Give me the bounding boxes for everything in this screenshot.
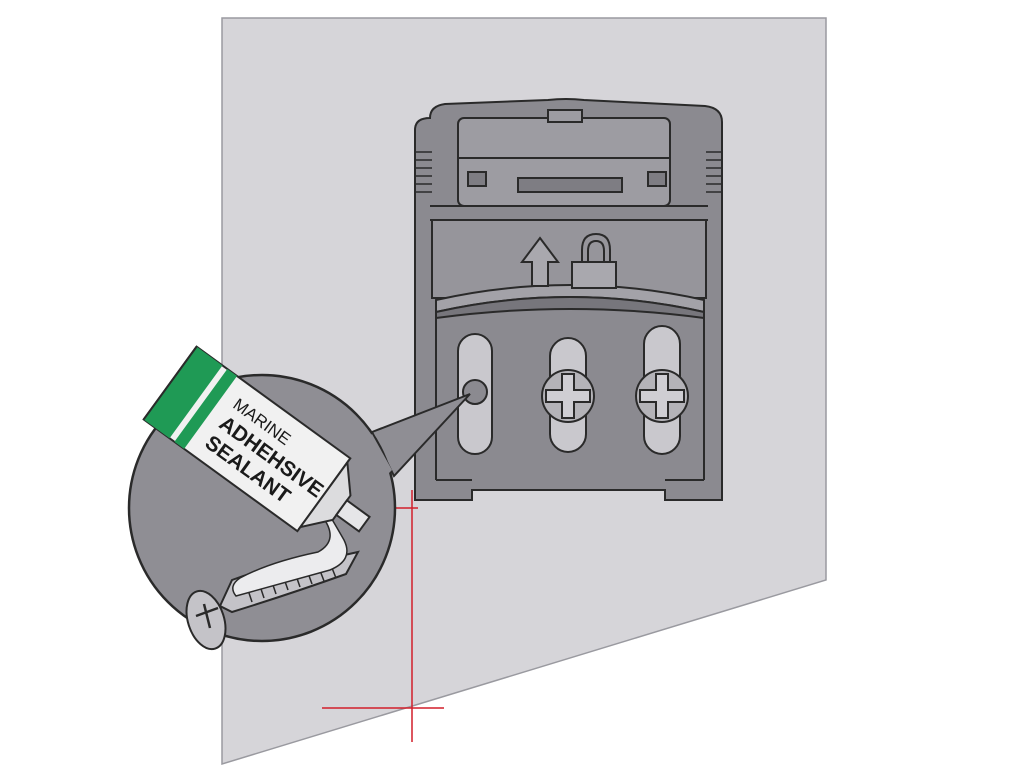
sealant-bead xyxy=(232,515,348,597)
drill-hole xyxy=(462,379,488,405)
phillips-screw-icon xyxy=(541,369,595,423)
phillips-screw-icon xyxy=(635,369,689,423)
padlock-icon xyxy=(571,232,617,289)
up-arrow-icon xyxy=(520,236,560,287)
